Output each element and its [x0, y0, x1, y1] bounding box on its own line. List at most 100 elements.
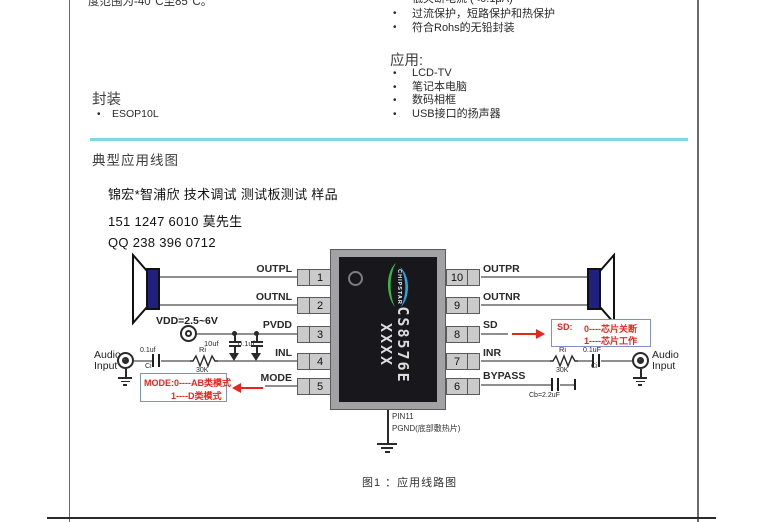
contact-line: 锦宏*智浦欣 技术调试 测试板测试 样品: [108, 187, 338, 202]
vdd-terminal-icon: [185, 330, 192, 337]
cap-value-10uf: 10uf: [204, 339, 219, 348]
pin-number: 5: [309, 378, 331, 395]
contact-line: 151 1247 6010 莫先生: [108, 214, 243, 229]
feature-list: 低关断电流 (<0.1μA) 过流保护，短路保护和热保护 符合Rohs的无铅封装: [390, 0, 555, 36]
wire-bypass: [560, 384, 574, 386]
section-title: 典型应用线图: [92, 153, 179, 168]
ground-arrow-icon: [251, 353, 261, 361]
wire-inl: [218, 360, 297, 362]
wire-inl: [161, 360, 190, 362]
pin-number: 1: [309, 269, 331, 286]
net-label-bypass: BYPASS: [483, 370, 526, 382]
net-label-outpr: OUTPR: [483, 263, 520, 275]
net-label-mode: MODE: [260, 372, 293, 384]
mode-note-box: MODE:0----AB类模式 1----D类模式: [140, 373, 231, 402]
net-label-inl: INL: [275, 347, 292, 359]
capacitor-plate: [251, 345, 263, 347]
input-cap-plate: [152, 354, 154, 367]
vdd-terminal-icon: [180, 325, 197, 342]
feature-item: 过流保护，短路保护和热保护: [390, 7, 555, 22]
ground-symbol: [381, 447, 393, 449]
page-border-bottom: [47, 517, 716, 519]
ground-symbol: [633, 377, 647, 379]
ground-symbol: [385, 451, 390, 453]
wire-inl: [134, 360, 152, 362]
capacitor-plate: [229, 345, 241, 347]
ground-symbol: [120, 380, 130, 383]
wire-mode: [265, 385, 297, 387]
resistor-icon: [550, 354, 578, 368]
sd-note-line2: 1----芯片工作: [584, 336, 637, 346]
input-cap-value: 0.1uF: [583, 347, 601, 354]
audio-jack-icon: [117, 352, 134, 369]
package-item: ESOP10L: [94, 108, 159, 121]
wire-inr: [578, 360, 592, 362]
application-item: USB接口的扬声器: [390, 108, 501, 122]
application-item: LCD-TV: [390, 67, 501, 81]
sd-arrow-icon: [536, 329, 545, 339]
mode-arrow-icon: [232, 383, 241, 393]
pin-lead: [467, 353, 480, 370]
wire-sd: [481, 333, 508, 335]
temp-range-note: 度范围为-40°C至85°C。: [88, 0, 213, 8]
ground-arrow-icon: [229, 353, 239, 361]
ground-symbol: [118, 377, 132, 379]
net-label-outnl: OUTNL: [255, 291, 292, 303]
wire-outpl: [158, 276, 297, 278]
junction-dot: [254, 331, 259, 336]
pgnd-lead: [387, 410, 389, 443]
page-border-left: [68, 0, 70, 522]
sd-note-prefix: SD:: [557, 322, 573, 332]
applications-list: LCD-TV 笔记本电脑 数码相框 USB接口的扬声器: [390, 67, 501, 121]
wire-outpr: [481, 276, 588, 278]
pin-number: 7: [446, 353, 468, 370]
pin-lead: [467, 326, 480, 343]
net-label-sd: SD: [483, 319, 498, 331]
chipstar-logo-icon: CHIPSTAR: [387, 263, 409, 307]
page-border-right: [697, 0, 699, 522]
audio-jack-icon: [632, 352, 649, 369]
chipstar-logo-text: CHIPSTAR: [396, 269, 402, 305]
mode-note-line1: MODE:0----AB类模式: [144, 378, 231, 388]
bypass-cap-plate: [557, 378, 559, 391]
net-label-pvdd: PVDD: [262, 319, 292, 331]
pin-number: 4: [309, 353, 331, 370]
pin1-indicator-dot: [348, 271, 363, 286]
input-cap-plate: [158, 354, 160, 367]
chip-part-number: CS8576E: [394, 306, 412, 384]
cap-value-01uf: 0.1uf: [238, 339, 255, 348]
pgnd-label: PGND(底部敷热片): [392, 424, 461, 433]
feature-item: 符合Rohs的无铅封装: [390, 21, 555, 36]
pin-lead: [467, 269, 480, 286]
audio-jack-icon: [638, 358, 643, 363]
application-item: 数码相框: [390, 94, 501, 108]
pin-lead: [467, 297, 480, 314]
ground-lead: [125, 369, 127, 377]
capacitor-lead: [256, 335, 258, 341]
wire-outnl: [158, 304, 297, 306]
bypass-cap-terminal: [574, 379, 576, 390]
sd-note-box: SD: 0----芯片关断 1----芯片工作: [551, 319, 651, 347]
mode-note-line2: 1----D类模式: [171, 390, 222, 401]
figure-caption: 图1 ：应用线路图: [362, 477, 458, 489]
net-label-inr: INR: [483, 347, 502, 359]
junction-dot: [232, 331, 237, 336]
wire-outnr: [481, 304, 588, 306]
wire-bypass: [481, 384, 551, 386]
resistor-name: Ri: [559, 345, 567, 354]
pin-number: 6: [446, 378, 468, 395]
resistor-name: Ri: [199, 345, 207, 354]
net-label-outnr: OUTNR: [483, 291, 521, 303]
pin-number: 2: [309, 297, 331, 314]
bypass-cap-plate: [551, 378, 553, 391]
ground-symbol: [635, 380, 645, 383]
ground-symbol: [638, 384, 642, 386]
input-cap-plate: [598, 354, 600, 367]
audio-jack-icon: [122, 357, 129, 364]
pin-number: 10: [446, 269, 468, 286]
audio-input-label: Input: [94, 360, 118, 372]
capacitor-lead: [234, 347, 236, 353]
resistor-icon: [190, 354, 218, 368]
